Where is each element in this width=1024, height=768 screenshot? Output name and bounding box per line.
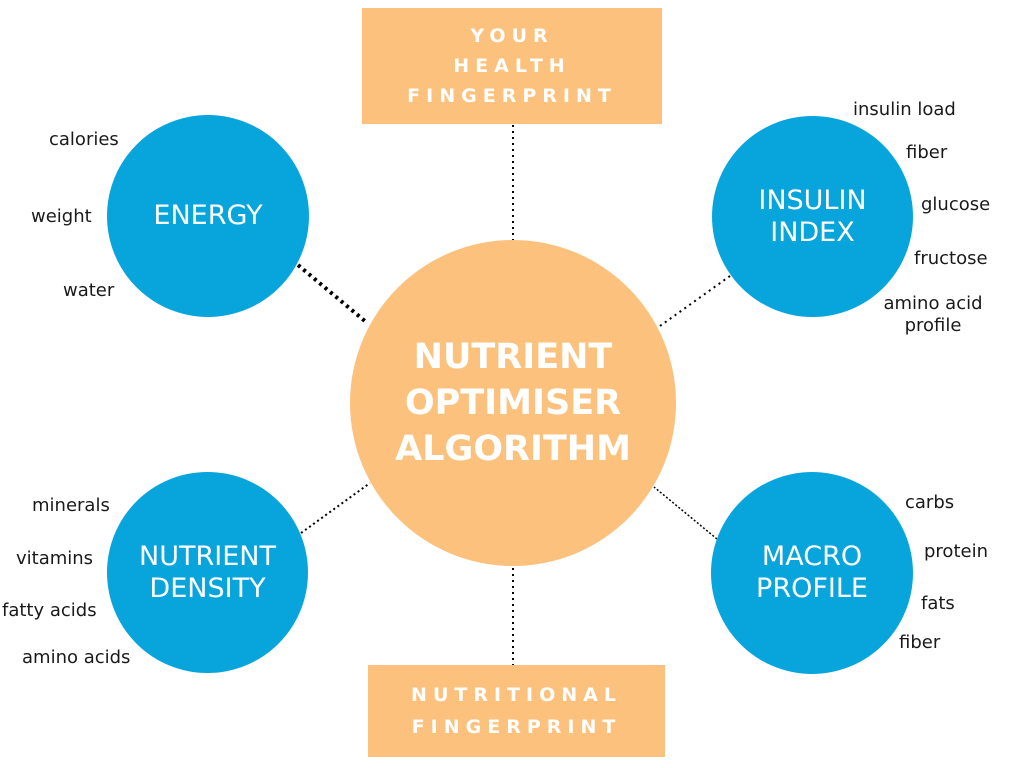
center-line: ALGORITHM <box>395 429 631 469</box>
density-title-line: NUTRIENT <box>139 540 276 572</box>
your-health-fingerprint-box: YOUR HEALTH FINGERPRINT <box>362 8 662 124</box>
energy-item-calories: calories <box>49 129 119 150</box>
box-line: FINGERPRINT <box>407 85 617 107</box>
connector-insulin <box>659 275 731 327</box>
center-line: OPTIMISER <box>404 383 622 423</box>
density-item-fatty-acids: fatty acids <box>2 600 97 621</box>
energy-item-weight: weight <box>31 206 92 227</box>
density-item-minerals: minerals <box>32 495 110 516</box>
insulin-title-line: INDEX <box>770 216 855 248</box>
connector-density <box>300 482 371 534</box>
insulin-item-fructose: fructose <box>914 248 988 269</box>
energy-item-water: water <box>63 280 115 301</box>
nutrient-optimiser-algorithm-circle: NUTRIENT OPTIMISER ALGORITHM <box>350 240 676 566</box>
insulin-item-amino-acid-profile: amino acid profile <box>883 293 983 336</box>
macro-title-line: MACRO <box>761 541 863 572</box>
box-line: FINGERPRINT <box>411 716 622 738</box>
box-line: HEALTH <box>453 55 571 77</box>
insulin-item-fiber: fiber <box>906 142 948 163</box>
insulin-index-circle: INSULIN INDEX <box>712 116 913 317</box>
box-line: NUTRITIONAL <box>411 684 622 706</box>
macro-title-line: PROFILE <box>756 573 868 604</box>
macro-item-carbs: carbs <box>905 492 955 513</box>
macro-item-fats: fats <box>921 593 955 614</box>
center-line: NUTRIENT <box>413 337 613 377</box>
macro-item-fiber: fiber <box>899 632 941 653</box>
energy-title: ENERGY <box>153 200 263 231</box>
macro-item-protein: protein <box>924 541 988 562</box>
insulin-item-glucose: glucose <box>921 194 991 215</box>
macro-profile-circle: MACRO PROFILE <box>711 472 913 674</box>
density-title-line: DENSITY <box>149 572 266 604</box>
connector-energy <box>296 263 368 324</box>
box-line: YOUR <box>470 25 554 47</box>
nutritional-fingerprint-box: NUTRITIONAL FINGERPRINT <box>368 665 665 757</box>
connector-macro <box>653 486 718 540</box>
energy-circle: ENERGY <box>107 115 309 317</box>
nutrient-density-circle: NUTRIENT DENSITY <box>107 472 308 673</box>
insulin-title-line: INSULIN <box>758 184 867 216</box>
density-item-vitamins: vitamins <box>16 548 94 569</box>
density-item-amino-acids: amino acids <box>22 647 131 668</box>
insulin-item-insulin-load: insulin load <box>853 99 956 120</box>
